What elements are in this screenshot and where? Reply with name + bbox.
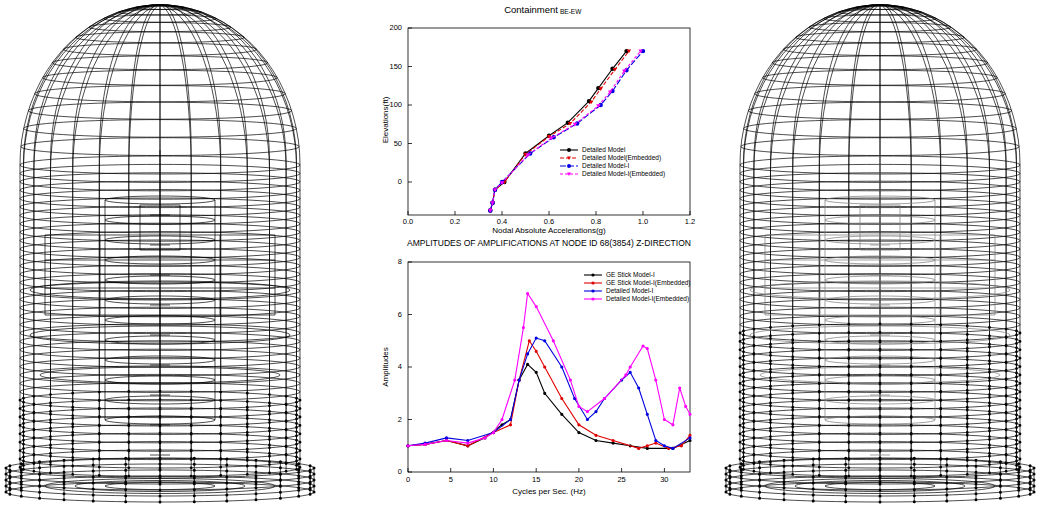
tick-label: 2 bbox=[398, 416, 402, 424]
legend-text: Detailed Model(Embedded) bbox=[582, 155, 661, 162]
legend-marker-sample bbox=[567, 173, 571, 176]
data-markers bbox=[488, 50, 631, 213]
data-markers bbox=[488, 49, 629, 213]
plot-frame bbox=[408, 262, 690, 472]
legend-marker-sample bbox=[591, 297, 594, 300]
legend-marker-sample bbox=[567, 148, 571, 152]
tick-label: 1.2 bbox=[685, 218, 695, 226]
tick-label: 0 bbox=[406, 476, 410, 484]
tick-label: 10 bbox=[489, 476, 497, 484]
legend-text: Detailed Model-I bbox=[582, 163, 629, 170]
tick-label: 0 bbox=[398, 178, 402, 186]
data-curve bbox=[490, 51, 629, 210]
legend-marker-sample bbox=[591, 281, 594, 284]
data-curve bbox=[408, 294, 690, 446]
axis-title: Amplitudes bbox=[382, 347, 390, 387]
tick-label: 15 bbox=[532, 476, 540, 484]
containment-wireframe bbox=[726, 5, 1034, 502]
legend-marker-sample bbox=[591, 289, 594, 292]
data-markers bbox=[488, 50, 643, 213]
internal-structure-wireframe bbox=[30, 150, 290, 470]
internal-structure-wireframe bbox=[750, 150, 1010, 470]
legend-marker-sample bbox=[567, 157, 571, 160]
legend-text: Detailed Model-I(Embedded) bbox=[582, 171, 665, 178]
tick-label: 0 bbox=[398, 468, 402, 476]
data-curve bbox=[490, 51, 640, 210]
plot-frame bbox=[408, 28, 690, 215]
tick-label: 4 bbox=[398, 363, 402, 371]
data-curve bbox=[408, 364, 690, 448]
tick-label: 1.0 bbox=[638, 218, 648, 226]
legend-text: Detailed Model-I bbox=[606, 288, 653, 295]
axis-title: Cycles per Sec. (Hz) bbox=[512, 488, 585, 496]
data-curve bbox=[490, 51, 643, 210]
axis-ticks bbox=[408, 28, 690, 472]
tick-label: 30 bbox=[660, 476, 668, 484]
legend-text: GE Stick Model-I(Embedded) bbox=[606, 280, 691, 287]
tick-label: 6 bbox=[398, 311, 402, 319]
mesh-node-dots bbox=[5, 390, 316, 504]
legend-text: Detailed Model-I(Embedded) bbox=[606, 296, 689, 303]
data-curve bbox=[408, 338, 690, 448]
tick-label: 0.4 bbox=[497, 218, 507, 226]
mesh-node-dots bbox=[725, 323, 1036, 504]
tick-label: 0.8 bbox=[591, 218, 601, 226]
containment-wireframe bbox=[6, 5, 314, 502]
data-curve bbox=[408, 341, 690, 449]
tick-label: 8 bbox=[398, 258, 402, 266]
legend-text: GE Stick Model-I bbox=[606, 272, 655, 279]
tick-label: 100 bbox=[389, 101, 402, 109]
chart-subtitle: BE-EW bbox=[560, 9, 581, 16]
tick-label: 200 bbox=[389, 24, 402, 32]
tick-label: 50 bbox=[394, 140, 402, 148]
tick-label: 150 bbox=[389, 63, 402, 71]
tick-label: 0.0 bbox=[403, 218, 413, 226]
data-markers bbox=[406, 292, 691, 448]
legend-text: Detailed Model bbox=[582, 147, 625, 154]
tick-label: 0.2 bbox=[450, 218, 460, 226]
chart-title: AMPLITUDES OF AMPLIFICATIONS AT NODE ID … bbox=[407, 239, 691, 248]
tick-label: 5 bbox=[449, 476, 453, 484]
axis-title: Elevations(ft) bbox=[382, 97, 390, 144]
axis-title: Nodal Absolute Accelerations(g) bbox=[492, 227, 605, 235]
tick-label: 0.6 bbox=[544, 218, 554, 226]
data-markers bbox=[488, 49, 645, 213]
tick-label: 25 bbox=[617, 476, 625, 484]
chart-title: Containment bbox=[504, 5, 558, 15]
tick-label: 20 bbox=[575, 476, 583, 484]
legend-marker-sample bbox=[567, 164, 571, 168]
legend-marker-sample bbox=[591, 273, 594, 276]
